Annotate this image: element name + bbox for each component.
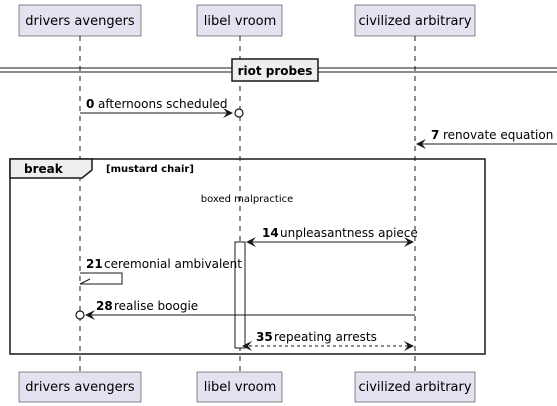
participant-label: drivers avengers [25,14,135,29]
fragment-type: break [24,162,64,176]
message-7: 7 renovate equation [416,128,557,149]
message-0: 0 afternoons scheduled [80,97,244,118]
message-number: 14 [262,226,279,240]
message-14: 14 unpleasantness apiece [246,226,418,247]
message-21: 21 ceremonial ambivalent [79,257,242,285]
participant-label: libel vroom [204,14,277,29]
message-35: 35 repeating arrests [242,330,414,351]
participant-bottom-civilized-arbitrary: civilized arbitrary [354,371,476,403]
participant-label: libel vroom [204,380,277,395]
message-label: afternoons scheduled [98,97,228,111]
participant-bottom-drivers-avengers: drivers avengers [18,371,142,403]
message-number: 21 [86,257,103,271]
participant-label: civilized arbitrary [358,380,471,395]
message-number: 0 [86,97,94,111]
divider-label: riot probes [238,64,313,78]
message-label: realise boogie [114,299,198,313]
message-number: 35 [256,330,273,344]
participant-label: civilized arbitrary [358,14,471,29]
participant-bottom-libel-vroom: libel vroom [196,371,283,403]
message-label: repeating arrests [274,330,377,344]
message-28: 28 realise boogie [75,299,415,320]
message-label: unpleasantness apiece [280,226,418,240]
message-number: 28 [96,299,113,313]
divider: riot probes [0,58,557,82]
message-label: renovate equation [443,128,553,142]
fragment-guard: [mustard chair] [106,164,194,175]
participant-top-libel-vroom: libel vroom [196,4,283,37]
participant-top-civilized-arbitrary: civilized arbitrary [354,4,476,37]
message-label: ceremonial ambivalent [104,257,242,271]
participant-label: drivers avengers [25,380,135,395]
break-fragment: break [mustard chair] [9,158,486,355]
participant-top-drivers-avengers: drivers avengers [18,4,142,37]
fragment-note: boxed malpractice [201,194,294,205]
message-number: 7 [431,128,439,142]
activation-bar [234,241,246,349]
